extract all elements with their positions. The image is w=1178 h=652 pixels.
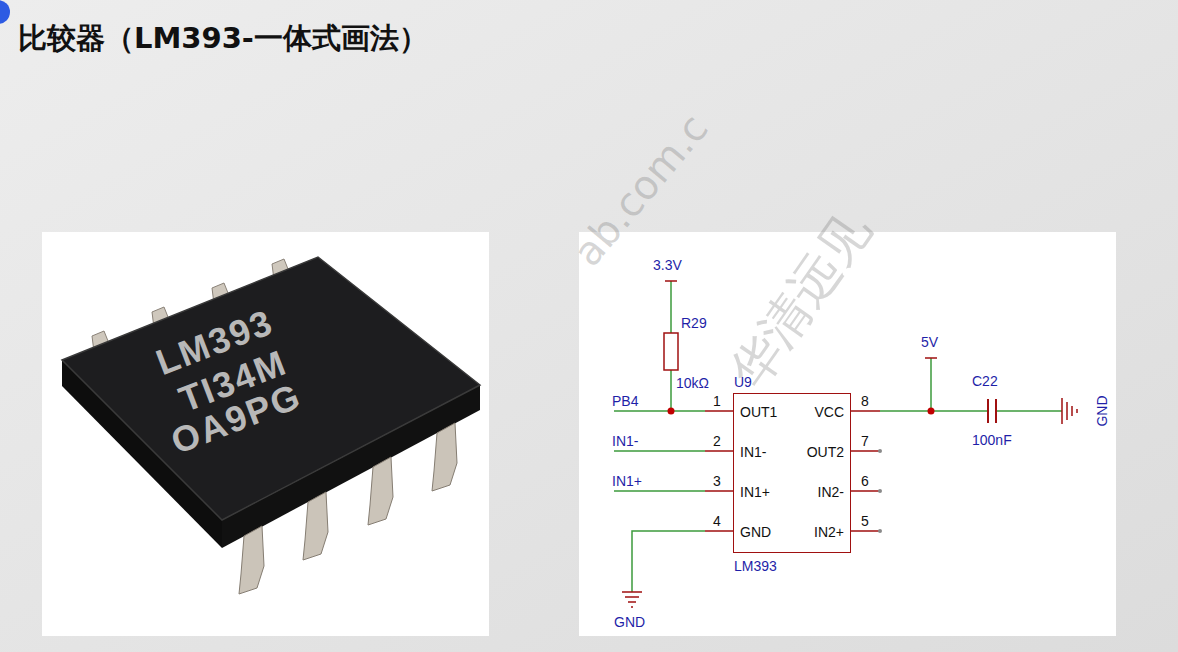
front-lead	[432, 423, 457, 491]
pin-end	[878, 449, 882, 453]
ground-symbol	[1062, 398, 1077, 424]
part-name: C22	[972, 373, 998, 389]
pin-number: 4	[713, 513, 721, 529]
chip-photo	[62, 257, 480, 594]
junction-dot	[668, 408, 675, 415]
part-value: 10kΩ	[676, 375, 709, 391]
bullet-dot	[0, 0, 10, 24]
pin-name: IN1+	[740, 484, 770, 500]
net-label: IN1-	[612, 433, 638, 449]
pin-number: 1	[713, 393, 721, 409]
pin-number: 7	[861, 433, 869, 449]
resistor-symbol	[664, 333, 678, 370]
part-name: R29	[681, 315, 707, 331]
part-value: LM393	[734, 558, 777, 574]
photo-panel	[42, 232, 489, 636]
pin-name: IN2-	[818, 484, 844, 500]
pin-number: 5	[861, 513, 869, 529]
ic-box: U9OUT1VCCIN1-OUT2IN1+IN2-GNDIN2+LM393	[733, 393, 851, 553]
pin-number: 8	[861, 393, 869, 409]
pin-number: 6	[861, 473, 869, 489]
net-label: PB4	[612, 393, 638, 409]
wire	[614, 281, 1062, 592]
part-value: 100nF	[972, 432, 1012, 448]
watermark-text: ab.com.c	[564, 105, 717, 275]
slide-title: 比较器（LM393-一体式画法）	[18, 20, 428, 56]
ground-label: GND	[614, 614, 645, 630]
power-label: 3.3V	[653, 257, 682, 273]
pin-name: GND	[740, 524, 771, 540]
chip-top	[62, 257, 480, 520]
pin-name: IN2+	[814, 524, 844, 540]
ground-symbol	[622, 592, 642, 607]
pin-end	[878, 489, 882, 493]
ground-label: GND	[1093, 395, 1109, 426]
watermark-text: 华清远见	[720, 202, 881, 398]
power-label: 5V	[921, 334, 938, 350]
pin-number: 2	[713, 433, 721, 449]
front-lead	[368, 457, 393, 525]
schematic-panel	[579, 232, 1116, 636]
front-lead	[239, 526, 264, 594]
pin-name: OUT1	[740, 404, 777, 420]
pin-end	[878, 529, 882, 533]
pin-number: 3	[713, 473, 721, 489]
part-name: U9	[734, 374, 752, 390]
pin-name: OUT2	[807, 444, 844, 460]
net-label: IN1+	[612, 473, 642, 489]
front-lead	[303, 492, 328, 560]
pin-name: IN1-	[740, 444, 766, 460]
capacitor-symbol	[988, 399, 996, 423]
junction-dot	[928, 408, 935, 415]
pin-line	[705, 411, 880, 531]
schematic	[614, 281, 1077, 607]
pin-name: VCC	[814, 404, 844, 420]
